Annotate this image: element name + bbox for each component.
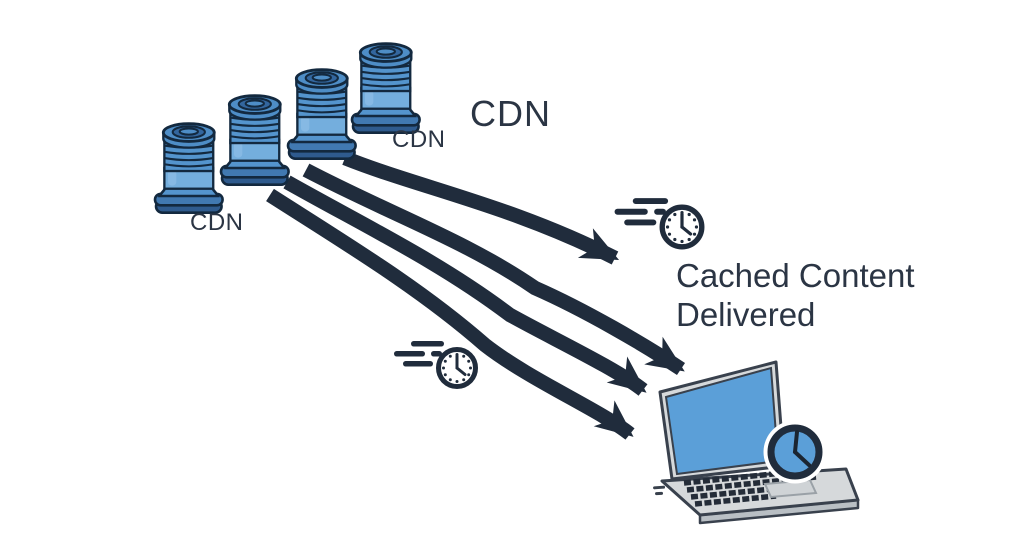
cdn-server-stack-1 bbox=[153, 122, 225, 215]
cdn-title-label: CDN bbox=[470, 93, 551, 134]
cdn-server-stack-3 bbox=[286, 68, 358, 161]
delivery-arrows bbox=[266, 151, 686, 440]
cdn-server-stack-2 bbox=[219, 94, 291, 187]
speed-clock-icon-middle bbox=[394, 341, 476, 387]
delivery-arrow-2 bbox=[302, 163, 686, 376]
cdn-label-right-server: CDN bbox=[392, 126, 446, 153]
cdn-server-stack-4 bbox=[350, 42, 422, 135]
laptop-icon bbox=[653, 360, 860, 525]
laptop-screen bbox=[664, 366, 780, 476]
speed-clock-icon-top bbox=[615, 198, 702, 247]
cdn-label-left-server: CDN bbox=[190, 209, 244, 236]
clock-overlay-icon bbox=[763, 420, 827, 484]
delivery-arrow-4 bbox=[266, 188, 635, 440]
cached-content-delivered-caption: Cached Content Delivered bbox=[676, 257, 915, 333]
delivery-arrow-3 bbox=[283, 175, 648, 396]
delivery-arrow-1 bbox=[342, 151, 620, 265]
